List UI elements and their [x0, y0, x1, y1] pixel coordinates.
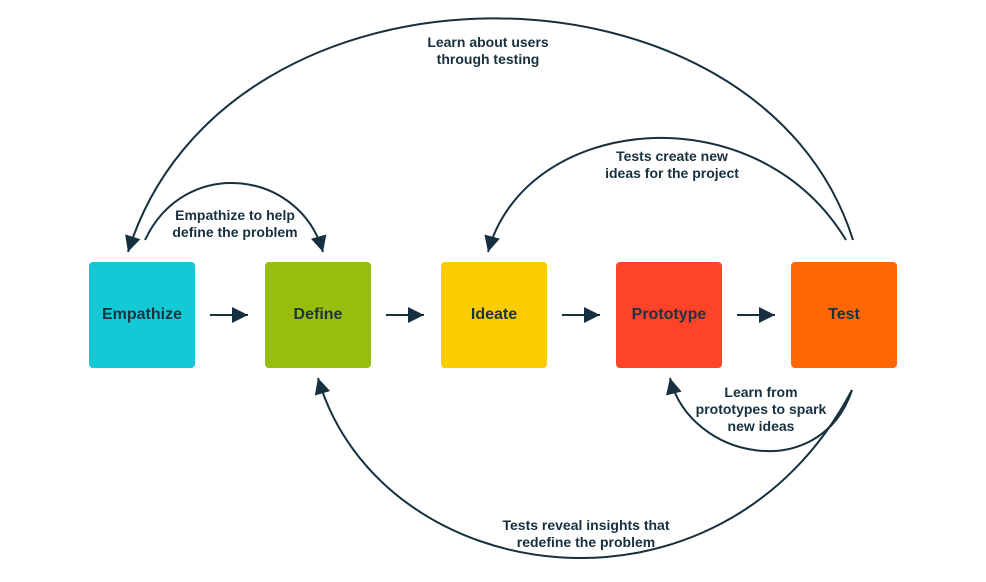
stage-empathize: Empathize: [89, 262, 195, 368]
arrow-empathize-to-define: [144, 182, 327, 253]
loop-label-empathize-to-define: Empathize to help define the problem: [172, 207, 297, 241]
stage-define: Define: [265, 262, 371, 368]
label-line: redefine the problem: [516, 534, 656, 550]
loop-label-test-to-prototype: Learn from prototypes to spark new ideas: [696, 384, 827, 435]
label-line: new ideas: [727, 418, 795, 434]
stage-label: Ideate: [470, 306, 518, 323]
label-line: Learn from: [724, 384, 798, 400]
loop-label-test-to-define: Tests reveal insights that redefine the …: [502, 517, 669, 551]
loop-label-test-to-ideate: Tests create new ideas for the project: [605, 148, 739, 182]
label-line: ideas for the project: [605, 165, 739, 181]
arrow-test-to-empathize: [125, 17, 854, 253]
label-line: prototypes to spark: [695, 401, 827, 417]
loop-label-test-to-empathize: Learn about users through testing: [427, 34, 548, 68]
stage-label: Define: [293, 306, 343, 323]
label-line: Empathize to help: [175, 207, 295, 223]
label-line: through testing: [436, 51, 540, 67]
stage-label: Empathize: [101, 306, 182, 323]
arrow-test-to-define: [314, 377, 853, 560]
stage-ideate: Ideate: [441, 262, 547, 368]
stage-prototype: Prototype: [616, 262, 722, 368]
arrow-test-to-ideate: [484, 136, 847, 253]
label-line: Learn about users: [427, 34, 549, 50]
stage-test: Test: [791, 262, 897, 368]
stage-label: Prototype: [631, 306, 707, 323]
label-line: Tests reveal insights that: [502, 517, 670, 533]
stage-label: Test: [828, 306, 860, 323]
label-line: define the problem: [172, 224, 298, 240]
label-line: Tests create new: [616, 148, 728, 164]
